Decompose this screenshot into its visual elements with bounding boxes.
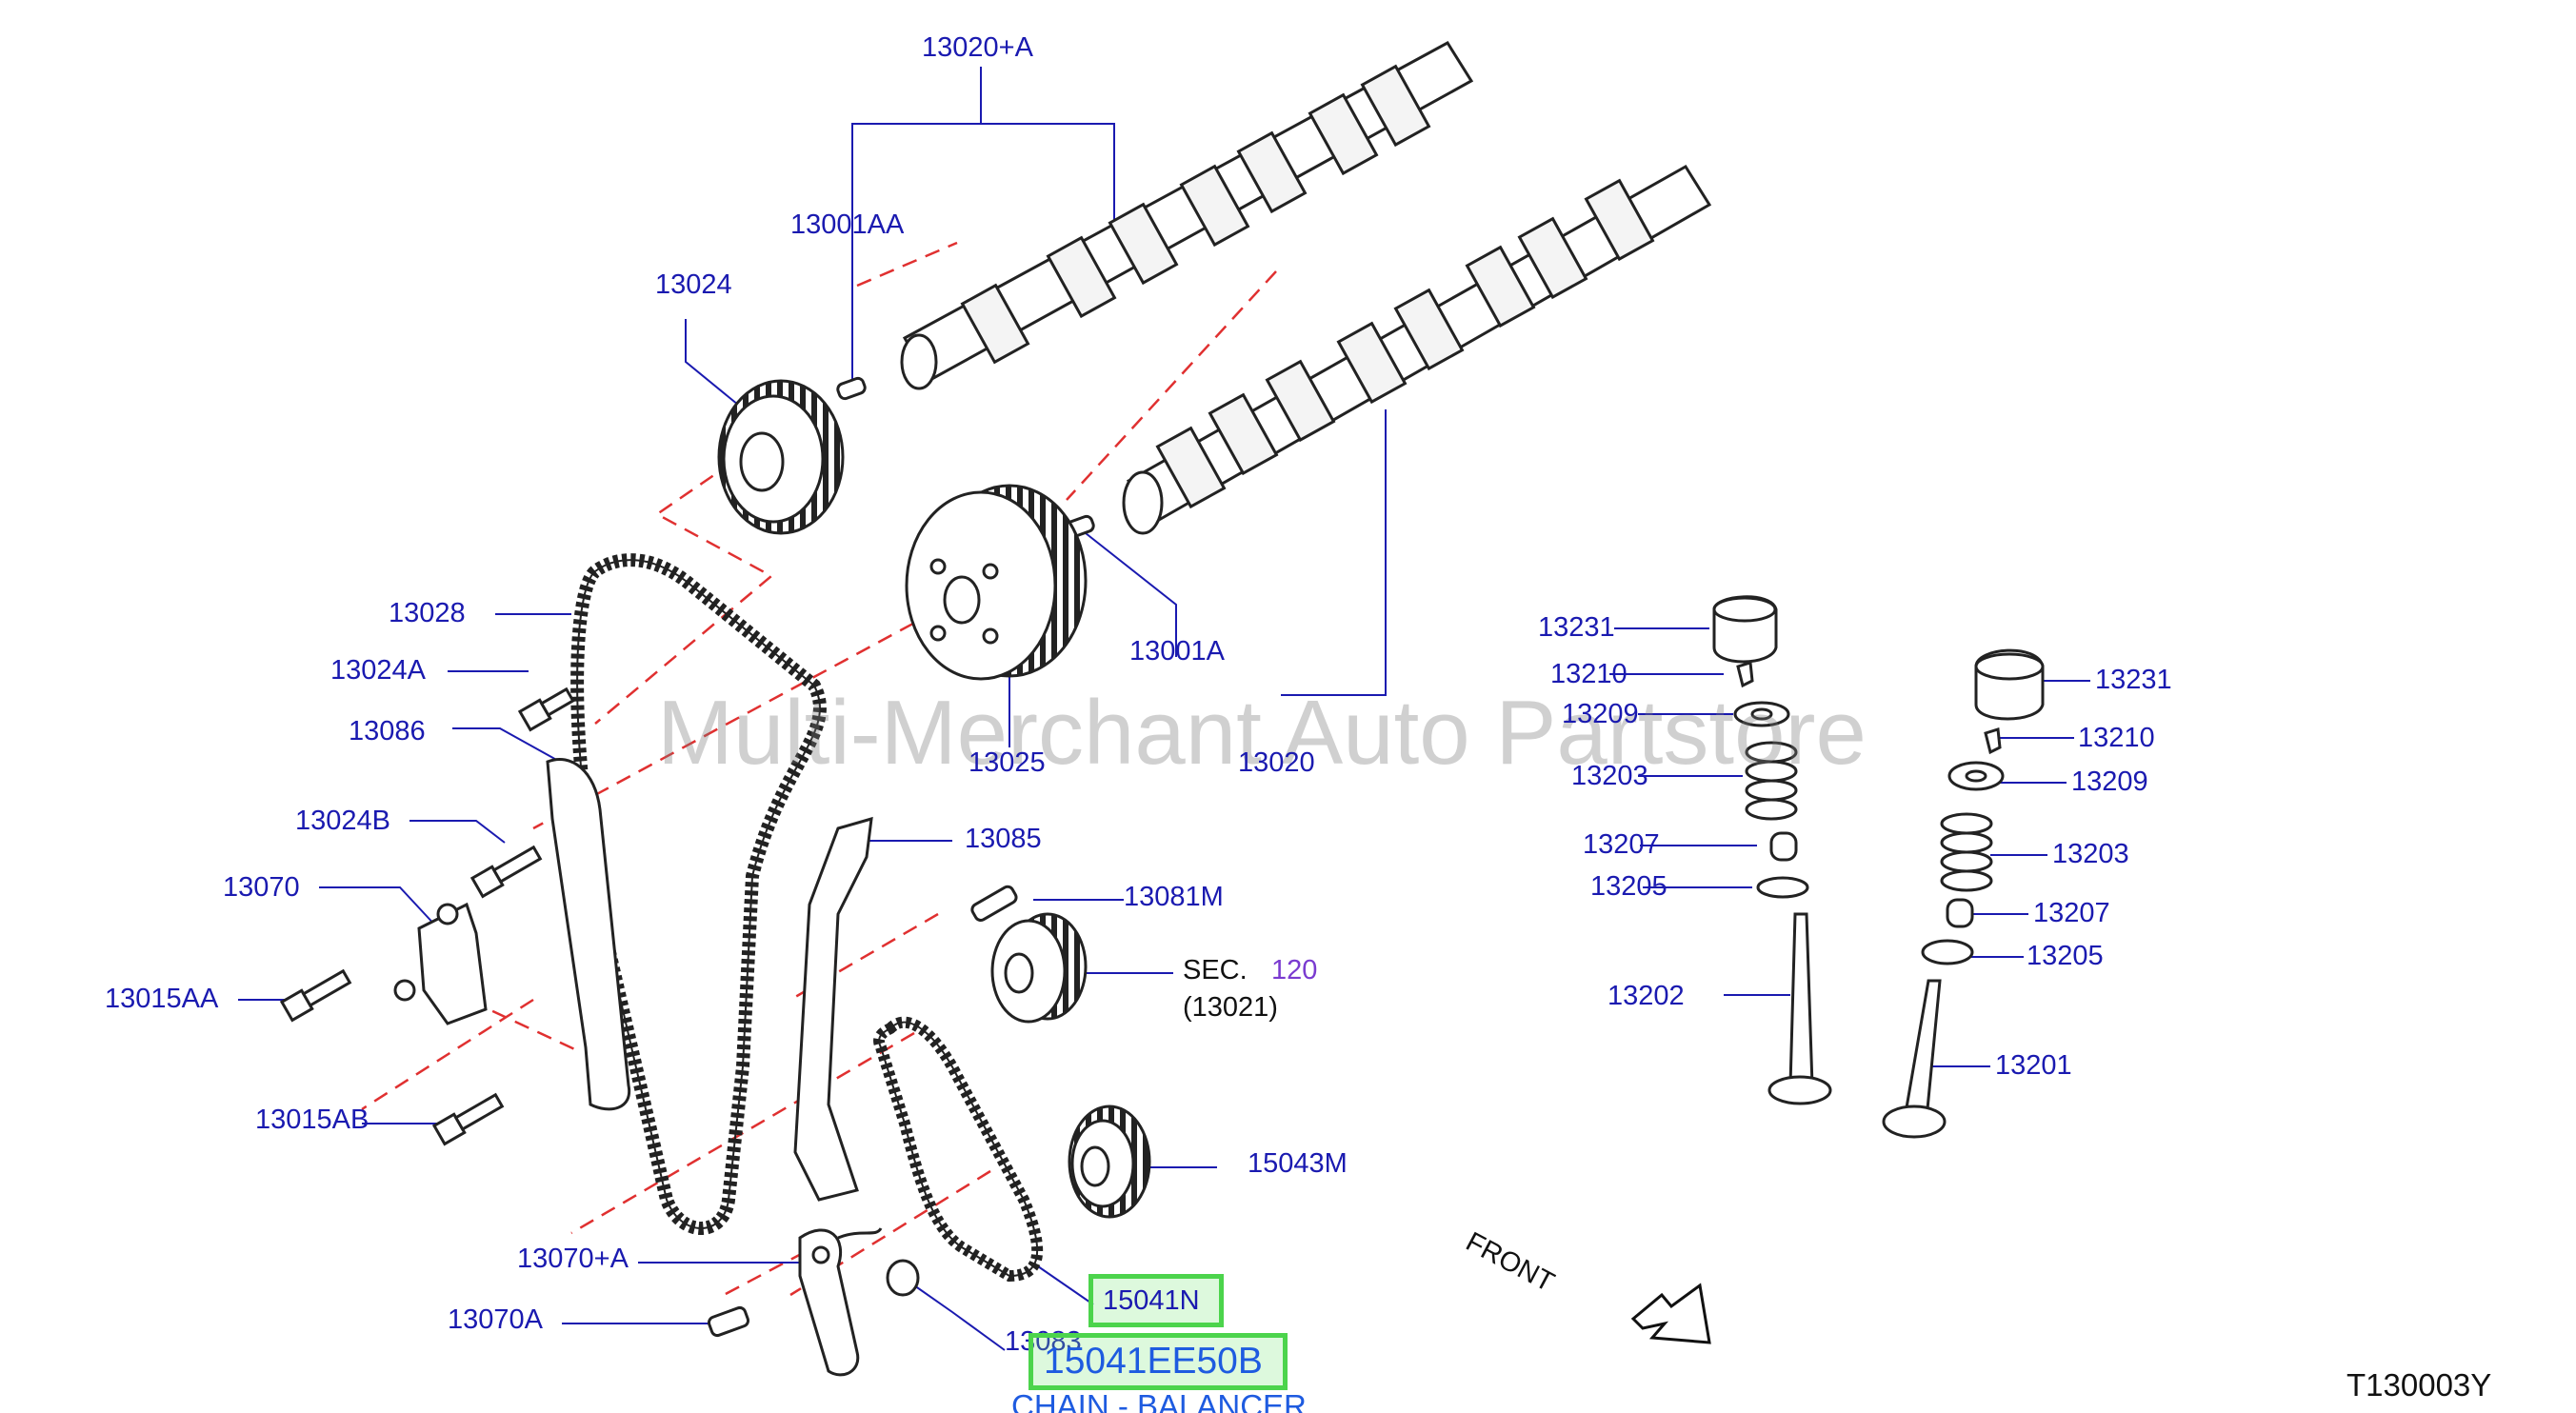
label-sec-number[interactable]: 120 — [1271, 955, 1318, 985]
label-13210-left: 13210 — [1550, 659, 1627, 689]
label-13207-left: 13207 — [1583, 829, 1660, 860]
balancer-sprocket — [990, 912, 1088, 1024]
label-13015aa: 13015AA — [105, 984, 219, 1014]
label-13015ab: 13015AB — [255, 1105, 369, 1135]
timing-chain — [570, 553, 827, 1235]
label-sec-reference: (13021) — [1183, 992, 1278, 1023]
label-13001a: 13001A — [1129, 636, 1225, 667]
highlight-box-15041n[interactable] — [1088, 1274, 1224, 1327]
label-13024: 13024 — [655, 269, 732, 300]
highlight-part-number: 15041EE50B — [1044, 1341, 1263, 1382]
alignment-lines — [361, 241, 1277, 1297]
label-13209-left: 13209 — [1562, 699, 1639, 729]
label-13202: 13202 — [1608, 981, 1685, 1011]
label-13024a: 13024A — [330, 655, 426, 686]
bolts — [279, 687, 1018, 1338]
camshaft-upper — [836, 41, 1474, 401]
label-13001aa: 13001AA — [790, 209, 905, 240]
label-13205-left: 13205 — [1590, 871, 1667, 902]
watermark: Multi-Merchant Auto Partstore — [657, 682, 1867, 784]
balancer-idler-sprocket — [1068, 1105, 1151, 1219]
label-sec: SEC. — [1183, 955, 1248, 985]
valve-train-right — [1882, 648, 2045, 1139]
label-13070a: 13070A — [448, 1304, 543, 1335]
label-13020a: 13020+A — [922, 32, 1033, 63]
label-13205-right: 13205 — [2027, 941, 2104, 971]
label-15043m: 15043M — [1248, 1148, 1348, 1179]
label-13231-left: 13231 — [1538, 612, 1615, 643]
diagram-code: T130003Y — [2346, 1367, 2492, 1403]
label-13028: 13028 — [389, 598, 466, 628]
label-15041n: 15041N — [1103, 1285, 1200, 1316]
label-13070: 13070 — [223, 872, 300, 903]
part-caption: CHAIN - BALANCER — [1011, 1388, 1307, 1413]
label-13210-right: 13210 — [2078, 723, 2155, 753]
label-13209-right: 13209 — [2071, 766, 2148, 797]
label-13207-right: 13207 — [2033, 898, 2110, 928]
label-13203-left: 13203 — [1571, 761, 1648, 791]
label-13231-right: 13231 — [2095, 665, 2172, 695]
label-13086: 13086 — [349, 716, 426, 746]
label-13070a-plus: 13070+A — [517, 1244, 629, 1274]
label-13085: 13085 — [965, 824, 1042, 854]
vvt-sprocket — [905, 484, 1088, 681]
label-13025: 13025 — [968, 747, 1046, 778]
label-13081m: 13081M — [1124, 882, 1224, 912]
label-13024b: 13024B — [295, 806, 390, 836]
camshaft-lower — [1065, 164, 1712, 539]
label-13203-right: 13203 — [2052, 839, 2129, 869]
leader-lines — [238, 67, 2090, 1351]
cam-sprocket — [717, 379, 845, 535]
balancer-chain — [873, 1016, 1044, 1283]
highlight-box-part-number[interactable] — [1028, 1333, 1288, 1390]
label-13201: 13201 — [1995, 1050, 2072, 1081]
chain-guide-slack — [546, 758, 631, 1111]
label-13020: 13020 — [1238, 747, 1315, 778]
front-arrow-icon — [1630, 1283, 1711, 1344]
chain-guide-tension — [793, 816, 873, 1202]
label-13083: 13083 — [1005, 1326, 1082, 1357]
balancer-tensioner-lever — [798, 1227, 883, 1377]
chain-tensioner — [393, 902, 488, 1025]
valve-train-left — [1712, 595, 1832, 1105]
